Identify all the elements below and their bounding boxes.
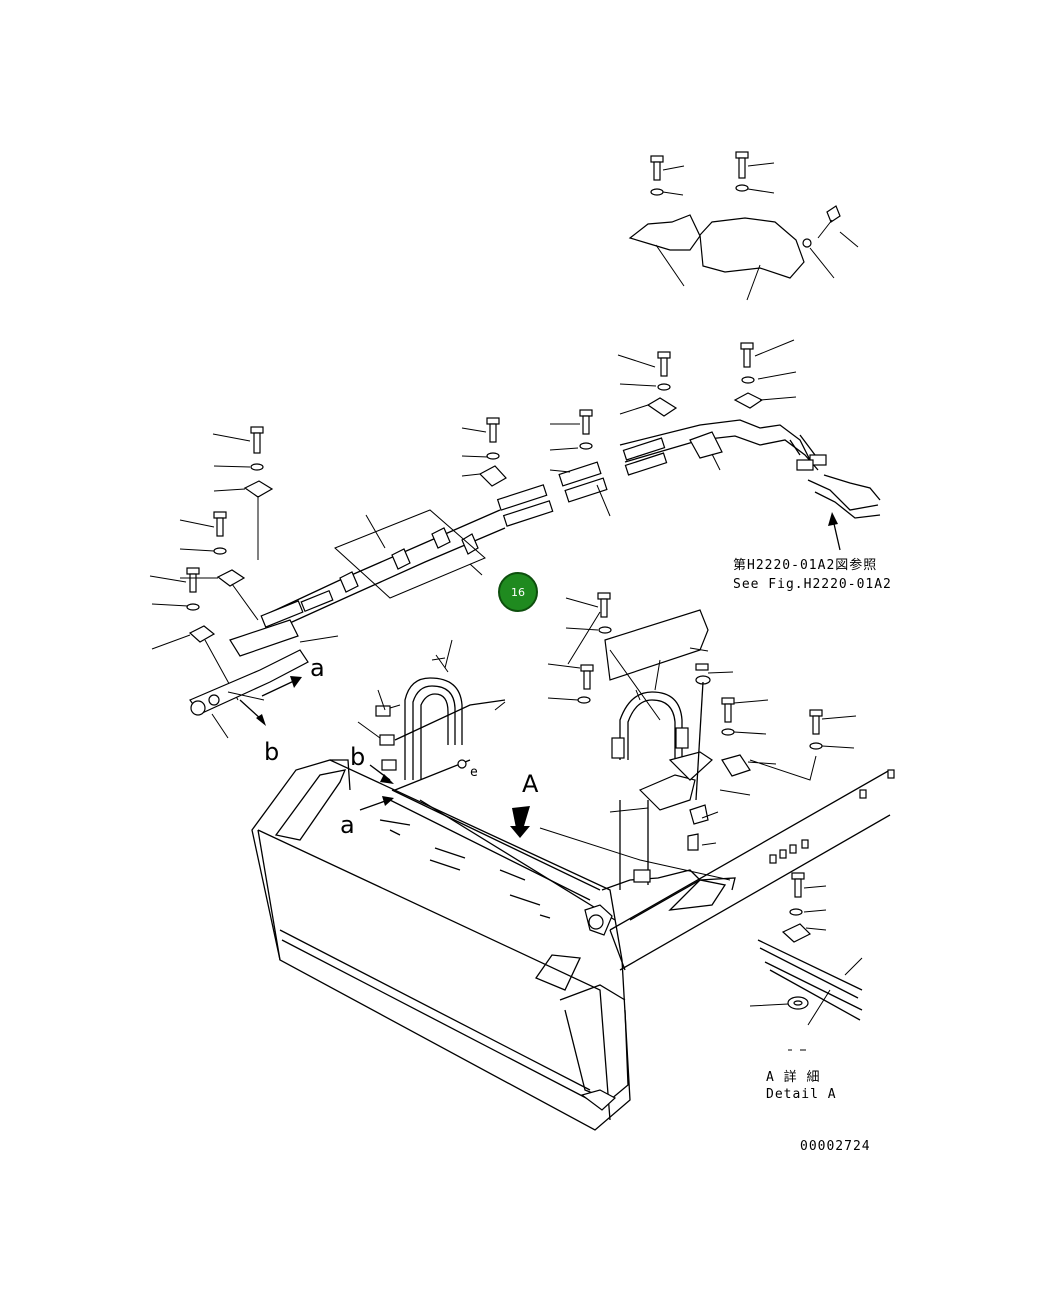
drawing-number: 00002724 (800, 1139, 871, 1154)
top-guard-assembly (628, 151, 859, 301)
callout-badge[interactable]: 16 (498, 572, 538, 612)
detail-a-view (749, 872, 863, 1051)
callout-badge-circle[interactable] (498, 572, 538, 612)
callout-letter-detail-a: A (522, 770, 539, 798)
right-u-hoses (547, 592, 857, 890)
callout-letter-b-lower: b (350, 743, 365, 771)
upper-right-hose-assembly (617, 339, 881, 551)
callout-badge-label: 16 (511, 586, 525, 599)
callout-letter-small-e: e (470, 765, 479, 780)
detail-caption-english: Detail A (766, 1087, 837, 1102)
middle-hose-fittings (461, 409, 668, 527)
reference-note-japanese: 第H2220-01A2図参照 (733, 557, 877, 573)
bucket-body (251, 759, 895, 1131)
callout-letter-a-upper: a (310, 654, 325, 682)
detail-arrows (359, 764, 530, 838)
reference-note-english: See Fig.H2220-01A2 (733, 577, 892, 592)
callout-letter-a-lower: a (340, 811, 355, 839)
left-u-hoses (357, 639, 506, 791)
left-hose-assembly (149, 426, 506, 739)
detail-caption-japanese: A 詳 細 (766, 1069, 820, 1085)
callout-letter-b-upper: b (264, 738, 279, 766)
